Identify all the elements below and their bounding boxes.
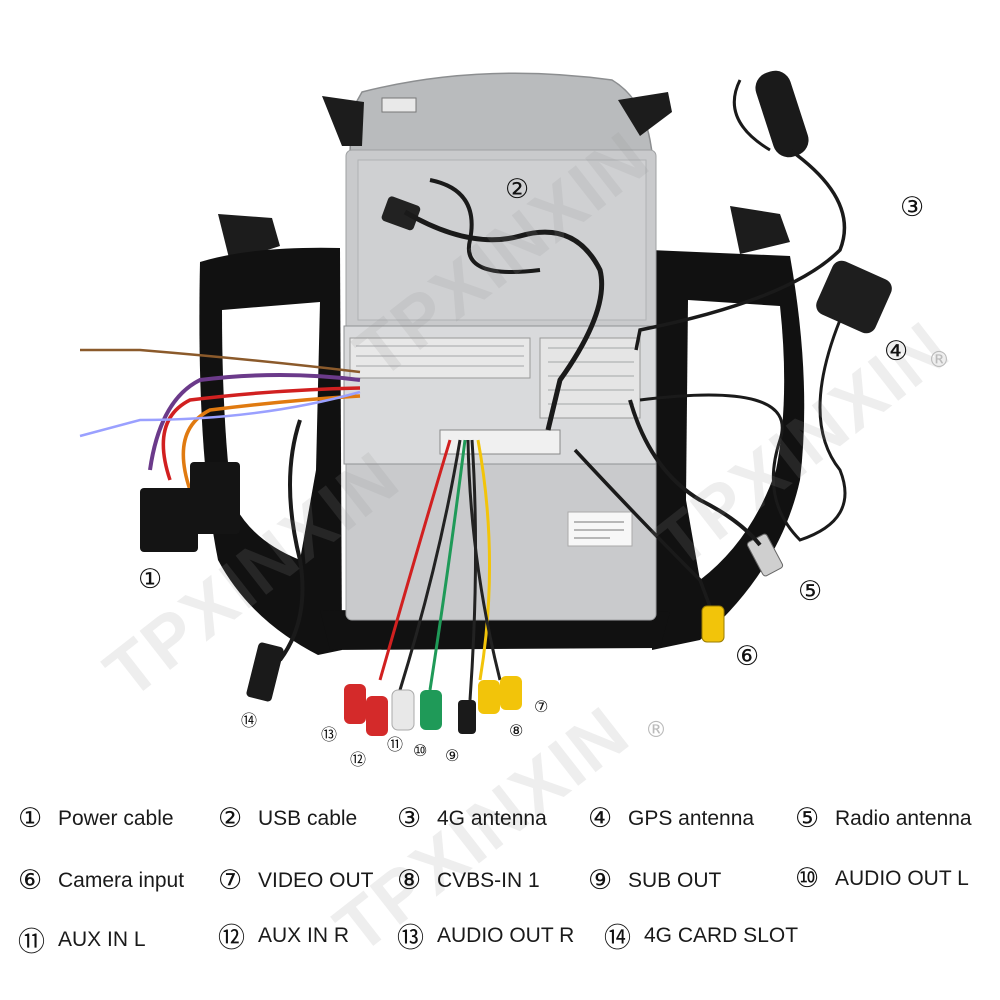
4g-card-slot	[246, 642, 284, 702]
legend-num: ②	[218, 803, 243, 834]
radio-antenna-cable	[628, 399, 762, 547]
legend-label: Power cable	[58, 806, 174, 830]
callout-10: ⑩	[413, 741, 428, 760]
legend-num: ⑪	[18, 927, 45, 958]
rca-cvbs-in	[478, 680, 500, 714]
right-frame-cutout	[686, 300, 785, 580]
legend-num: ⑭	[604, 923, 631, 954]
callout-14: ⑭	[241, 711, 258, 730]
legend-item-10: ⑩ AUDIO OUT L	[795, 863, 969, 894]
registered-mark-right: ®	[928, 348, 950, 373]
rca-aux-in-l	[391, 689, 415, 731]
legend-num: ⑨	[588, 865, 613, 896]
legend-item-9: ⑨ SUB OUT	[588, 865, 721, 896]
rca-audio-out-l	[420, 690, 442, 730]
camera-input-cable	[573, 448, 714, 613]
legend-num: ⑥	[18, 865, 43, 896]
legend-item-12: ⑫ AUX IN R	[218, 916, 349, 955]
legend-num: ①	[18, 803, 43, 834]
iso-connector-left	[140, 488, 198, 552]
callout-2: ②	[505, 174, 530, 205]
right-mount-bracket	[730, 206, 790, 254]
legend-label: 4G antenna	[437, 806, 547, 830]
legend-item-11: ⑪ AUX IN L	[18, 920, 146, 959]
callout-1: ①	[138, 564, 163, 595]
legend-label: SUB OUT	[628, 868, 722, 892]
legend-num: ⑫	[218, 923, 245, 954]
camera-input-connector	[701, 605, 725, 643]
rca-sub-out	[458, 700, 476, 734]
callout-7: ⑦	[534, 697, 549, 716]
legend-item-2: ② USB cable	[218, 803, 357, 834]
legend-num: ③	[397, 803, 422, 834]
legend-label: AUDIO OUT R	[437, 923, 575, 947]
legend-label: Radio antenna	[835, 806, 972, 830]
legend-label: 4G CARD SLOT	[644, 923, 799, 947]
left-frame-cutout	[222, 302, 320, 560]
power-harness	[148, 373, 361, 471]
legend-item-6: ⑥ Camera input	[18, 865, 184, 896]
rca-video-out	[500, 676, 522, 710]
vent-grille-left	[349, 337, 531, 379]
callout-13: ⑬	[321, 725, 338, 744]
callout-12: ⑫	[350, 750, 367, 769]
legend-num: ⑩	[795, 863, 820, 894]
legend-label: Camera input	[58, 868, 185, 892]
4g-antenna-cable	[634, 148, 847, 351]
iso-connector-right	[190, 462, 240, 534]
registered-mark-mid: ®	[645, 718, 667, 743]
legend-item-3: ③ 4G antenna	[397, 803, 547, 834]
legend-item-13: ⑬ AUDIO OUT R	[397, 916, 574, 955]
top-left-bracket	[322, 96, 364, 146]
rca-audio-out-r	[344, 684, 366, 724]
top-shield-plate	[349, 72, 653, 153]
legend-num: ⑤	[795, 803, 820, 834]
legend-label: AUX IN L	[58, 927, 146, 951]
legend-item-4: ④ GPS antenna	[588, 803, 754, 834]
legend-item-7: ⑦ VIDEO OUT	[218, 865, 374, 896]
rca-aux-in-r	[366, 696, 388, 736]
callout-4: ④	[884, 336, 909, 367]
top-right-bracket	[618, 92, 672, 136]
connector-block	[439, 429, 561, 455]
legend-label: VIDEO OUT	[258, 868, 374, 892]
callout-3: ③	[900, 192, 925, 223]
callout-5: ⑤	[798, 576, 823, 607]
legend-item-8: ⑧ CVBS-IN 1	[397, 865, 540, 896]
4g-card-cable	[278, 419, 305, 662]
legend-item-5: ⑤ Radio antenna	[795, 803, 972, 834]
callout-8: ⑧	[509, 721, 524, 740]
legend-item-1: ① Power cable	[18, 803, 174, 834]
gps-antenna-puck	[816, 260, 892, 334]
legend-label: AUDIO OUT L	[835, 866, 969, 890]
callout-6: ⑥	[735, 641, 760, 672]
legend-num: ⑦	[218, 865, 243, 896]
left-mount-bracket	[218, 214, 280, 262]
legend-label: GPS antenna	[628, 806, 755, 830]
callout-9: ⑨	[445, 746, 460, 765]
legend-item-14: ⑭ 4G CARD SLOT	[604, 916, 798, 955]
legend-num: ⑬	[397, 923, 424, 954]
legend-num: ④	[588, 803, 613, 834]
4g-antenna-body	[755, 70, 809, 158]
label-sticker	[567, 511, 633, 547]
legend-num: ⑧	[397, 865, 422, 896]
usb-cable	[403, 209, 605, 431]
callout-11: ⑪	[387, 735, 404, 754]
top-connector	[381, 97, 417, 113]
vent-grille-right	[539, 337, 641, 419]
legend-label: AUX IN R	[258, 923, 350, 947]
product-photo	[79, 70, 892, 736]
usb-plug	[381, 196, 421, 231]
gps-antenna-cable	[639, 319, 847, 542]
legend-label: CVBS-IN 1	[437, 868, 540, 892]
legend-label: USB cable	[258, 806, 358, 830]
